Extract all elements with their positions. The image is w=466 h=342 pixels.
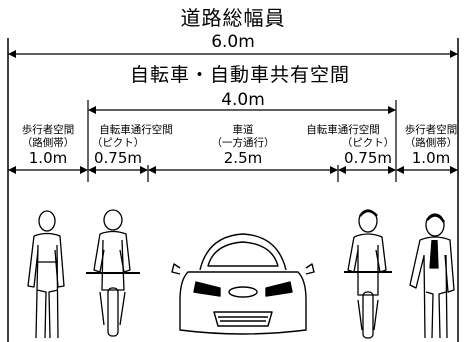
- cyclist-front-icon: [344, 209, 392, 339]
- segment-sub-5: （路側帯）: [404, 137, 458, 149]
- segment-label-3: 車道: [232, 124, 254, 136]
- pedestrian-right-icon: [409, 213, 455, 339]
- shared-width: 4.0m: [221, 90, 265, 110]
- segment-width-3: 2.5m: [223, 149, 263, 167]
- segment-sub-2: （ピクト）: [91, 137, 145, 149]
- segment-label-2: 自転車通行空間: [99, 124, 173, 136]
- segment-sub-3: （一方通行）: [211, 137, 275, 149]
- segment-width-2: 0.75m: [93, 149, 142, 167]
- pedestrian-left-icon: [27, 210, 65, 339]
- total-width: 6.0m: [211, 32, 255, 52]
- segment-sub-1: （路側帯）: [21, 137, 75, 149]
- cyclist-rear-icon: [86, 209, 140, 337]
- total-title: 道路総幅員: [180, 6, 286, 30]
- segment-width-1: 1.0m: [28, 149, 68, 167]
- segment-width-4: 0.75m: [343, 149, 392, 167]
- segment-label-4: 自転車通行空間: [306, 124, 380, 136]
- segment-sub-4: （ピクト）: [341, 137, 395, 149]
- shared-title: 自転車・自動車共有空間: [129, 64, 350, 86]
- segment-label-1: 歩行者空間: [21, 124, 75, 136]
- segment-width-5: 1.0m: [411, 149, 451, 167]
- car-front-icon: [171, 233, 315, 335]
- segment-label-5: 歩行者空間: [404, 124, 458, 136]
